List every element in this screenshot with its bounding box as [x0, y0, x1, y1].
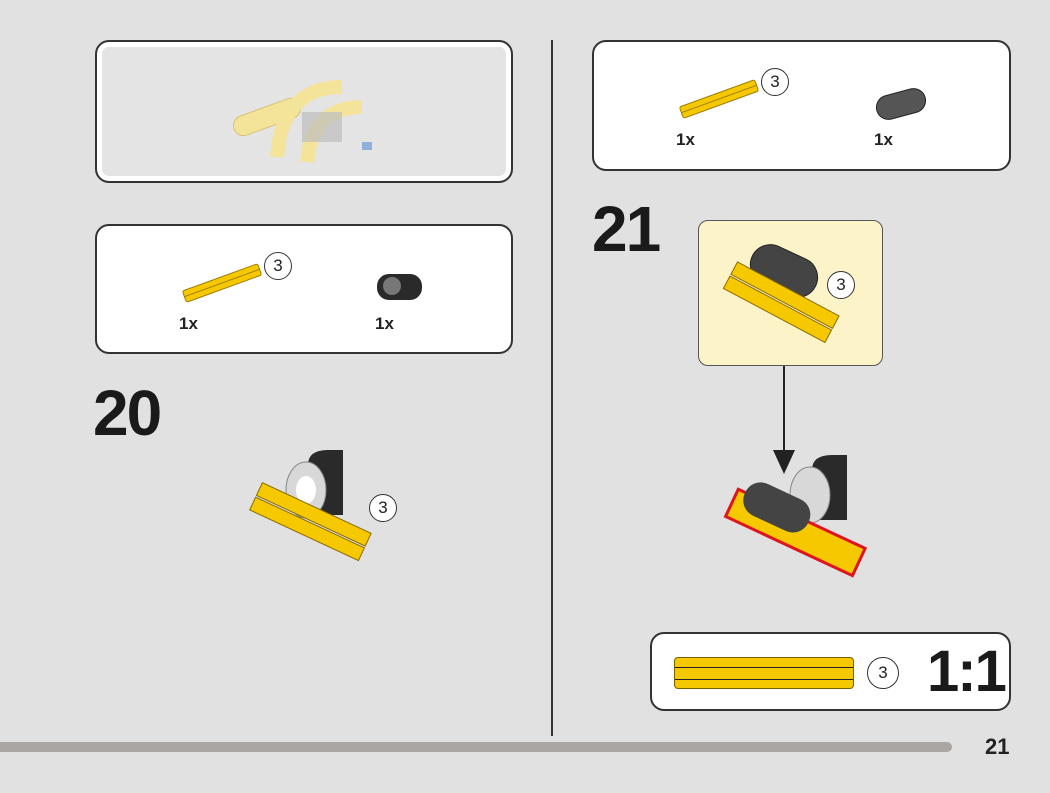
- arrow-head-icon: [773, 450, 795, 474]
- step-number: 21: [592, 193, 661, 265]
- dark-gray-liftarm-part: [875, 88, 927, 120]
- scale-reference-box: 3 1:1: [650, 632, 1011, 711]
- page-divider: [551, 40, 553, 736]
- scale-label: 1:1: [927, 639, 1007, 704]
- page-number: 21: [985, 734, 1010, 759]
- black-cross-block-part: [377, 274, 422, 300]
- assembly-arrow: [783, 366, 785, 456]
- parts-list-step-20: 3 1x 1x: [95, 224, 513, 354]
- part-quantity: 1x: [874, 130, 893, 149]
- part-quantity: 1x: [179, 314, 198, 333]
- step-21-model: [723, 455, 868, 578]
- subassembly-preview-image: [233, 80, 372, 163]
- length-indicator: 3: [369, 494, 397, 522]
- callout-box: 3: [698, 220, 883, 366]
- step-number: 20: [93, 377, 162, 449]
- length-indicator: 3: [827, 271, 855, 299]
- yellow-axle-part: [679, 79, 759, 119]
- axle-scale-image: [674, 657, 854, 689]
- yellow-axle-part: [182, 263, 262, 303]
- progress-bar: [0, 742, 952, 752]
- callout-subassembly: [722, 244, 840, 344]
- part-quantity: 1x: [375, 314, 394, 333]
- previous-step-preview: [95, 40, 513, 183]
- step-20-model: [249, 450, 372, 562]
- length-indicator: 3: [761, 68, 789, 96]
- parts-list-step-21: 3 1x 1x: [592, 40, 1011, 171]
- length-indicator: 3: [264, 252, 292, 280]
- part-quantity: 1x: [676, 130, 695, 149]
- length-indicator: 3: [867, 657, 899, 689]
